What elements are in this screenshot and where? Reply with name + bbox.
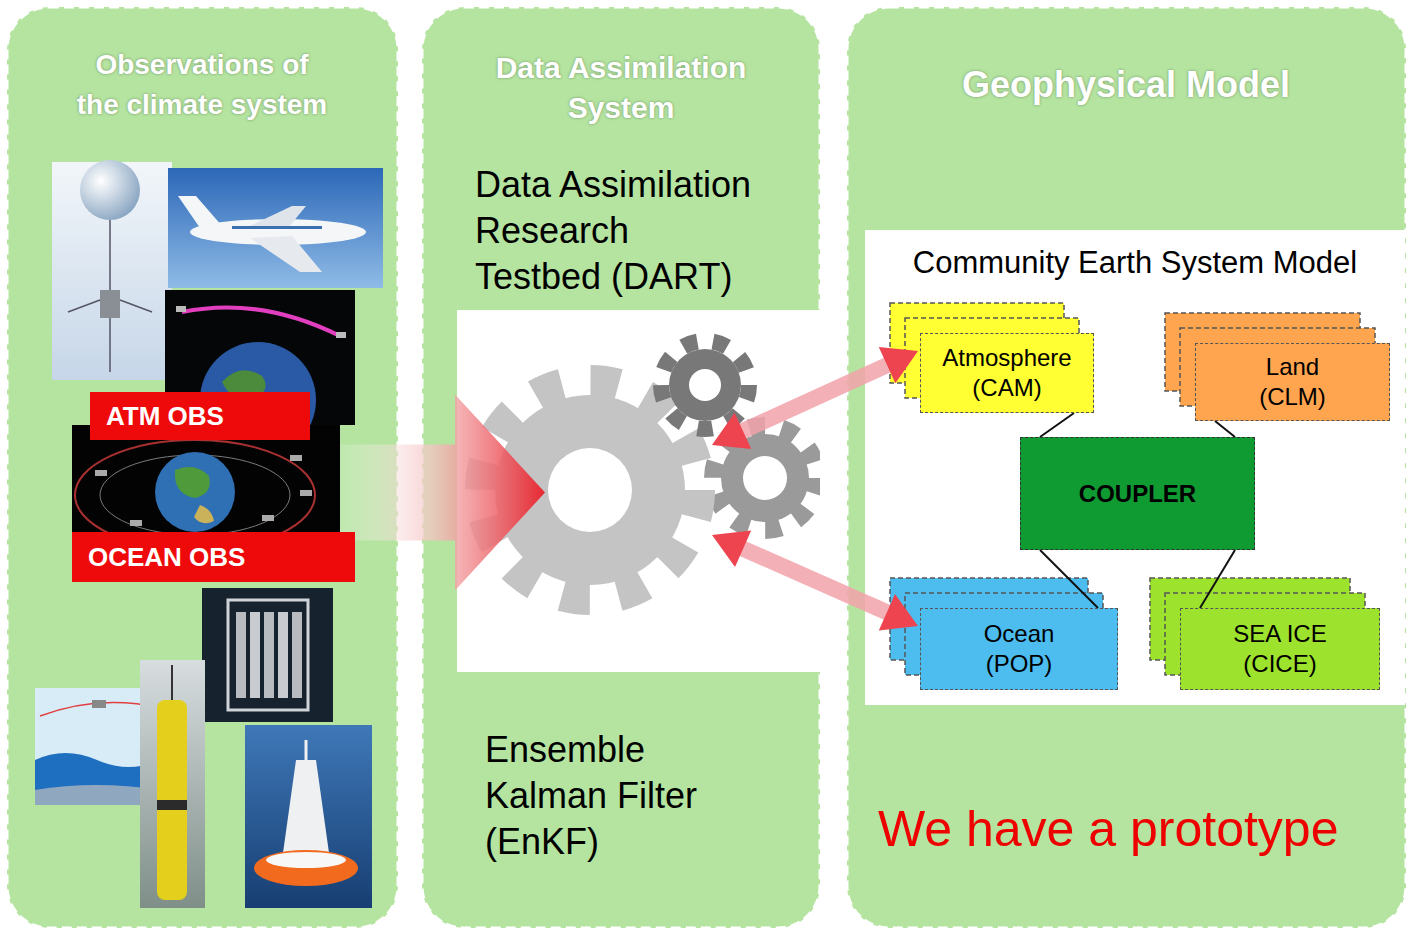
label-box: OCEAN OBS bbox=[72, 532, 355, 582]
arrow-head bbox=[712, 530, 751, 567]
model-frame: Community Earth System ModelAtmosphere (… bbox=[865, 230, 1405, 705]
illustration-part bbox=[157, 700, 187, 900]
illustration-part bbox=[120, 300, 152, 312]
aircraft-picture bbox=[168, 168, 383, 288]
illustration-part bbox=[305, 740, 308, 760]
column-panel: Geophysical Model We have a prototype Comm… bbox=[845, 5, 1408, 930]
component-box: Atmosphere (CAM) bbox=[920, 333, 1094, 413]
model-title: Community Earth System Model bbox=[865, 244, 1405, 282]
component-box: SEA ICE (CICE) bbox=[1180, 608, 1380, 690]
illustration-part bbox=[250, 236, 322, 272]
component-label: COUPLER bbox=[1079, 479, 1196, 509]
connector bbox=[1040, 413, 1074, 437]
link-line bbox=[1215, 421, 1235, 437]
illustration-part bbox=[175, 467, 210, 498]
illustration-part bbox=[95, 470, 107, 476]
component-label: SEA ICE (CICE) bbox=[1215, 619, 1345, 679]
illustration-part bbox=[109, 220, 111, 290]
illustration-part bbox=[266, 852, 346, 868]
illustration-part bbox=[282, 760, 330, 860]
arrow-shaft bbox=[739, 363, 890, 432]
method-name: Ensemble Kalman Filter (EnKF) bbox=[485, 727, 735, 865]
illustration-part bbox=[278, 612, 288, 698]
illustration-part bbox=[250, 612, 260, 698]
coupler-box: COUPLER bbox=[1020, 437, 1255, 550]
panel-ground bbox=[847, 7, 1406, 928]
obs-label: OCEAN OBS bbox=[88, 542, 245, 572]
panel-ground bbox=[7, 7, 398, 928]
column-panel: Data Assimilation SystemData Assimilatio… bbox=[420, 5, 822, 930]
illustration-part bbox=[130, 520, 142, 526]
illustration-part bbox=[109, 318, 111, 372]
illustration-part bbox=[155, 452, 235, 532]
illustration-part bbox=[290, 455, 302, 461]
component-box: Ocean (POP) bbox=[920, 608, 1118, 690]
illustration-part bbox=[689, 369, 721, 401]
arrow-head bbox=[879, 594, 918, 631]
illustration-part bbox=[743, 456, 787, 500]
panel-grounds bbox=[7, 7, 1406, 928]
obs-label: ATM OBS bbox=[106, 401, 224, 431]
arrow-shaft bbox=[739, 547, 890, 614]
illustration-part bbox=[168, 168, 383, 288]
illustration-part bbox=[254, 850, 358, 886]
illustration-part bbox=[232, 226, 322, 229]
connector bbox=[712, 530, 918, 630]
radiosonde-picture bbox=[52, 160, 172, 380]
connector bbox=[1040, 550, 1098, 608]
column-panel: Observations of the climate systemATM OB… bbox=[5, 5, 400, 930]
illustration-part bbox=[245, 725, 372, 908]
label-box: ATM OBS bbox=[90, 392, 310, 440]
connector bbox=[1200, 550, 1235, 608]
illustration-part bbox=[228, 600, 308, 710]
system-name: Data Assimilation Research Testbed (DART… bbox=[475, 162, 761, 300]
illustration-part bbox=[202, 588, 333, 722]
float-picture bbox=[140, 660, 205, 908]
illustration-part bbox=[176, 306, 186, 312]
illustration-part bbox=[178, 196, 222, 228]
illustration-part bbox=[264, 612, 274, 698]
panel-title: Geophysical Model bbox=[866, 63, 1386, 107]
component-label: Atmosphere (CAM) bbox=[927, 343, 1087, 403]
illustration-part bbox=[140, 660, 205, 908]
connector bbox=[340, 394, 545, 590]
connector bbox=[712, 347, 918, 449]
illustration-part bbox=[262, 515, 274, 521]
panel-title: Data Assimilation System bbox=[471, 48, 771, 128]
illustration-part bbox=[68, 300, 100, 312]
link-line bbox=[1200, 550, 1235, 608]
illustration-part bbox=[194, 505, 214, 523]
flow-arrow bbox=[340, 394, 545, 590]
illustration-part bbox=[182, 307, 340, 336]
connector bbox=[1215, 421, 1235, 437]
illustration-part bbox=[292, 612, 302, 698]
panel-title: Observations of the climate system bbox=[74, 45, 330, 125]
illustration-part bbox=[300, 490, 312, 496]
illustration-part bbox=[336, 332, 346, 338]
illustration-part bbox=[92, 700, 106, 708]
illustration-part bbox=[236, 612, 246, 698]
illustration-part bbox=[157, 800, 187, 810]
illustration-part bbox=[548, 448, 632, 532]
buoy-picture bbox=[245, 725, 372, 908]
model-frame-ground bbox=[865, 230, 1405, 705]
ctd-rosette-picture bbox=[202, 588, 333, 722]
link-line bbox=[1040, 550, 1098, 608]
illustration-part bbox=[250, 206, 306, 228]
illustration-part bbox=[669, 349, 741, 421]
arrow-head bbox=[712, 413, 751, 449]
arrow-head bbox=[879, 347, 918, 383]
link-line bbox=[1040, 413, 1074, 437]
component-label: Ocean (POP) bbox=[964, 619, 1074, 679]
illustration-part bbox=[171, 665, 173, 700]
illustration-part bbox=[100, 290, 120, 318]
component-box: Land (CLM) bbox=[1195, 343, 1390, 421]
illustration-part bbox=[80, 160, 140, 220]
status-note: We have a prototype bbox=[878, 800, 1398, 858]
component-label: Land (CLM) bbox=[1243, 352, 1343, 412]
